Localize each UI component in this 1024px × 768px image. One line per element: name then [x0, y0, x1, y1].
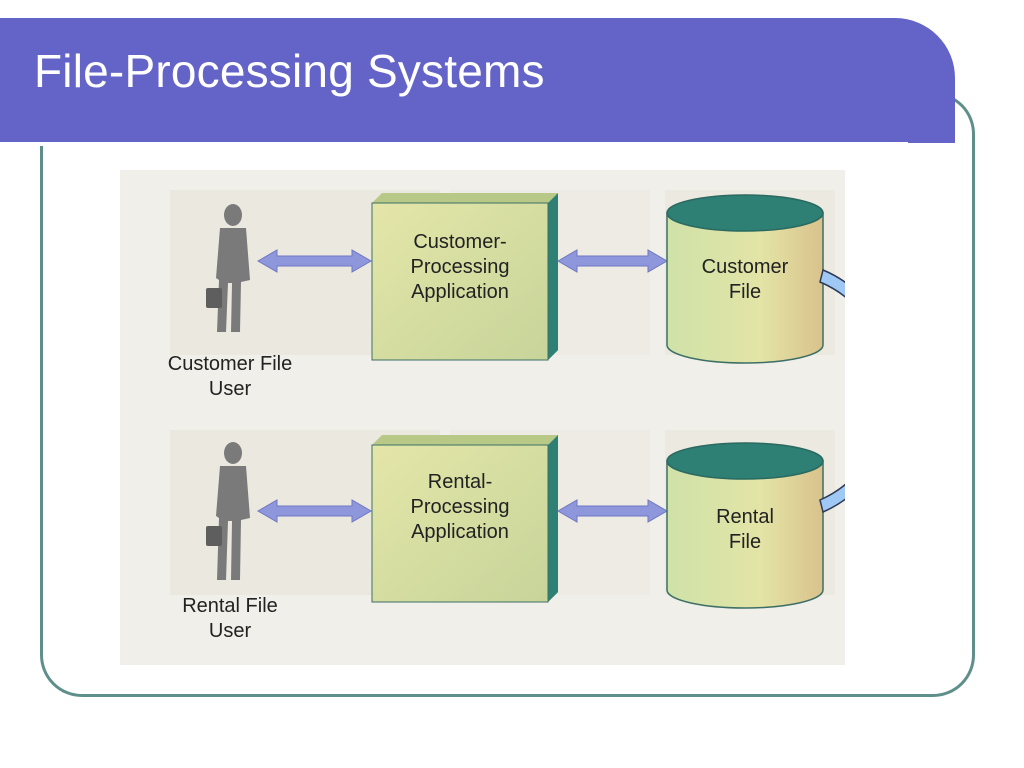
- bidirectional-arrow: [257, 499, 372, 523]
- user-label-line2: User: [209, 620, 252, 642]
- application-box: [371, 193, 558, 361]
- title-underline: [0, 142, 908, 146]
- app-label-line3: Application: [411, 281, 509, 303]
- user-label-line1: Customer File: [168, 353, 292, 375]
- file-label-line2: File: [729, 281, 761, 303]
- rental-user-icon: [206, 442, 250, 580]
- file-processing-diagram: Customer File User Customer- Processing …: [120, 170, 845, 665]
- application-box: [371, 435, 558, 603]
- user-label-line2: User: [209, 378, 252, 400]
- file-link-arc: [819, 268, 845, 514]
- file-label-line1: Rental: [716, 506, 774, 528]
- app-label-line1: Customer-: [413, 231, 506, 253]
- app-label-line1: Rental-: [428, 471, 492, 493]
- user-label-line1: Rental File: [182, 595, 278, 617]
- database-cylinder: [666, 442, 824, 609]
- file-label-line2: File: [729, 531, 761, 553]
- bidirectional-arrow: [257, 249, 372, 273]
- file-label-line1: Customer: [702, 256, 789, 278]
- database-cylinder: [666, 194, 824, 364]
- app-label-line2: Processing: [411, 256, 510, 278]
- customer-user-icon: [206, 204, 250, 332]
- app-label-line2: Processing: [411, 496, 510, 518]
- title-bar: [0, 18, 955, 146]
- app-label-line3: Application: [411, 521, 509, 543]
- slide-title: File-Processing Systems: [34, 45, 545, 97]
